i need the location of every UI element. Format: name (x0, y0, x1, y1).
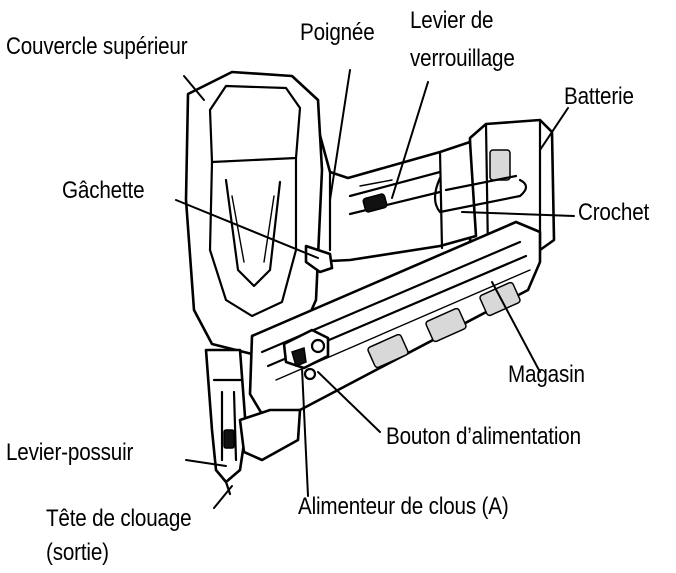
nose (204, 348, 302, 496)
label-nail-feeder: Alimenteur de clous (A) (298, 493, 509, 520)
label-driving-head-2: (sortie) (46, 539, 109, 566)
trigger (304, 244, 334, 274)
label-battery: Batterie (564, 83, 634, 110)
label-top-cover: Couvercle supérieur (6, 33, 188, 60)
hook (433, 174, 528, 214)
label-feed-button: Bouton d’alimentation (386, 423, 581, 450)
label-trigger: Gâchette (62, 177, 145, 204)
label-handle: Poignée (300, 19, 375, 46)
battery (468, 118, 556, 254)
label-driving-head-1: Tête de clouage (46, 505, 192, 532)
leader-lines (175, 69, 575, 509)
nail-feeder (282, 328, 330, 381)
label-magazine: Magasin (508, 361, 585, 388)
label-push-lever: Levier-possuir (6, 439, 134, 466)
label-lock-lever-1: Levier de (410, 7, 494, 34)
label-lock-lever-2: verrouillage (410, 45, 515, 72)
label-hook: Crochet (578, 199, 650, 226)
lock-lever (359, 179, 393, 213)
